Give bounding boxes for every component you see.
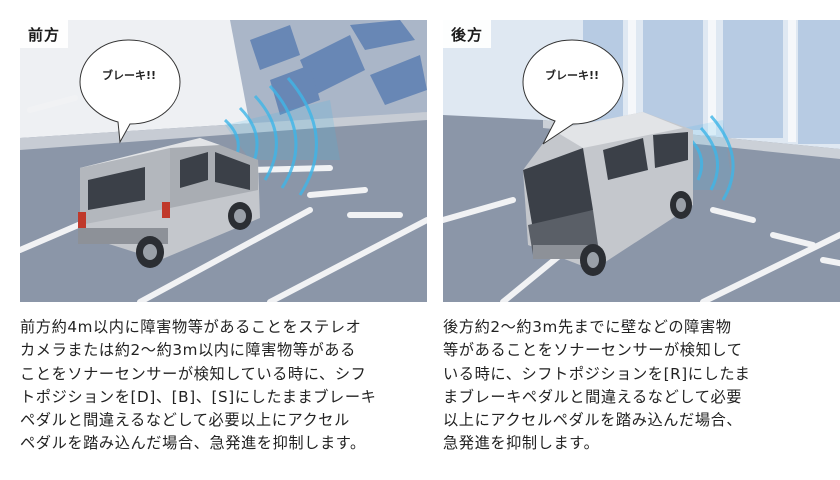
rear-description: 後方約2〜約3m先までに壁などの障害物 等があることをソナーセンサーが検知して …: [443, 318, 751, 453]
front-description: 前方約4m以内に障害物等があることをステレオ カメラまたは約2〜約3m以内に障害…: [20, 318, 377, 453]
front-brake-bubble: ブレーキ!!: [101, 69, 157, 82]
rear-brake-bubble: ブレーキ!!: [544, 69, 600, 82]
rear-scene-graphic: [443, 20, 840, 302]
front-scene-graphic: [20, 20, 427, 302]
front-label: 前方: [20, 20, 69, 48]
front-scene-illustration: 前方 ブレーキ!!: [20, 20, 427, 302]
rear-label: 後方: [443, 20, 492, 48]
rear-scene-illustration: 後方 ブレーキ!!: [443, 20, 840, 302]
